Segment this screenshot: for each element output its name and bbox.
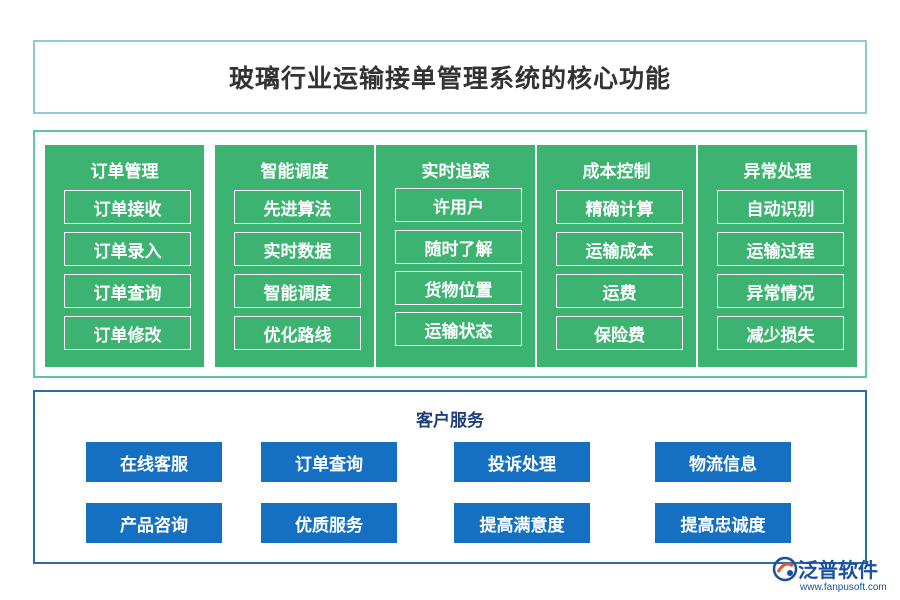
module-item: 优化路线 bbox=[234, 316, 361, 350]
module-item: 运输过程 bbox=[717, 232, 844, 266]
module-item: 随时了解 bbox=[395, 230, 522, 264]
customer-service-frame: 客户服务 在线客服 订单查询 投诉处理 物流信息 产品咨询 优质服务 提高满意度… bbox=[33, 390, 867, 564]
service-item: 投诉处理 bbox=[454, 442, 590, 482]
module-title: 实时追踪 bbox=[421, 162, 490, 182]
module-item: 实时数据 bbox=[234, 232, 361, 266]
module-title: 成本控制 bbox=[582, 162, 651, 182]
service-item: 提高满意度 bbox=[454, 503, 590, 543]
module-item: 许用户 bbox=[395, 188, 522, 222]
title-box: 玻璃行业运输接单管理系统的核心功能 bbox=[33, 40, 867, 114]
customer-service-title: 客户服务 bbox=[416, 411, 484, 431]
module-title: 异常处理 bbox=[743, 162, 812, 182]
module-item: 订单查询 bbox=[64, 274, 191, 308]
service-item: 优质服务 bbox=[261, 503, 397, 543]
module-column: 成本控制 精确计算 运输成本 运费 保险费 bbox=[537, 145, 696, 367]
module-item: 货物位置 bbox=[395, 271, 522, 305]
service-item: 物流信息 bbox=[655, 442, 791, 482]
module-column: 订单管理 订单接收 订单录入 订单查询 订单修改 bbox=[45, 145, 204, 367]
module-column: 实时追踪 许用户 随时了解 货物位置 运输状态 bbox=[376, 145, 535, 367]
brand-url: www.fanpusoft.com bbox=[800, 582, 887, 593]
module-item: 运输成本 bbox=[556, 232, 683, 266]
service-item: 订单查询 bbox=[261, 442, 397, 482]
diagram-title: 玻璃行业运输接单管理系统的核心功能 bbox=[228, 64, 671, 93]
module-title: 智能调度 bbox=[260, 162, 329, 182]
module-item: 智能调度 bbox=[234, 274, 361, 308]
module-item: 异常情况 bbox=[717, 274, 844, 308]
brand-watermark: 泛普软件 www.fanpusoft.com bbox=[772, 554, 894, 596]
module-item: 订单修改 bbox=[64, 316, 191, 350]
service-item: 在线客服 bbox=[86, 442, 222, 482]
core-modules-frame: 订单管理 订单接收 订单录入 订单查询 订单修改 智能调度 先进算法 实时数据 … bbox=[33, 130, 867, 378]
module-item: 减少损失 bbox=[717, 316, 844, 350]
module-item: 先进算法 bbox=[234, 190, 361, 224]
module-item: 精确计算 bbox=[556, 190, 683, 224]
module-item: 订单接收 bbox=[64, 190, 191, 224]
service-item: 产品咨询 bbox=[86, 503, 222, 543]
module-item: 保险费 bbox=[556, 316, 683, 350]
module-item: 自动识别 bbox=[717, 190, 844, 224]
module-column: 异常处理 自动识别 运输过程 异常情况 减少损失 bbox=[698, 145, 857, 367]
module-title: 订单管理 bbox=[90, 162, 159, 182]
module-item: 订单录入 bbox=[64, 232, 191, 266]
service-item: 提高忠诚度 bbox=[655, 503, 791, 543]
fanpu-logo-icon bbox=[772, 556, 798, 582]
brand-name: 泛普软件 bbox=[798, 558, 878, 582]
module-item: 运费 bbox=[556, 274, 683, 308]
module-item: 运输状态 bbox=[395, 312, 522, 346]
module-column: 智能调度 先进算法 实时数据 智能调度 优化路线 bbox=[215, 145, 374, 367]
